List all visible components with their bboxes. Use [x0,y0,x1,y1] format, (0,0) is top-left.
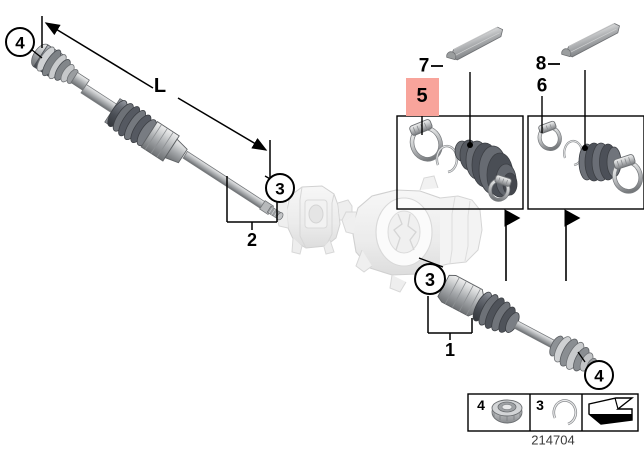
label-8: 8 [536,54,547,75]
legend-number-4: 4 [477,397,485,413]
bracket-label-2: 2 [247,230,257,250]
label-5: 5 [416,85,427,107]
label-6: 6 [537,76,548,97]
collar-nut-icon [491,399,523,424]
front-drive-shaft-left [31,43,284,221]
bracket-label-1: 1 [445,340,455,360]
legend: 4 3 214704 [467,393,639,448]
callout-4-top-left-text: 4 [15,34,25,53]
front-drive-shaft-right [426,274,604,374]
legend-part-number: 214704 [531,433,574,448]
arrow-marker-icon [588,397,635,425]
leader-lines [31,16,588,363]
circlip-icon [552,399,578,426]
clamp-strap-7 [446,26,504,61]
callout-3-lower-text: 3 [425,270,435,290]
callout-circle-3-upper: 3 [265,173,295,203]
left-detail-box [396,115,524,210]
callout-4-lower-right-text: 4 [594,367,604,386]
callout-3-upper-text: 3 [275,180,284,199]
left-box-contents [409,119,518,202]
callout-circle-4-lower-right: 4 [584,360,614,390]
right-detail-box [527,115,644,210]
right-box-contents [537,120,643,194]
callout-circle-4-top-left: 4 [5,27,35,57]
clamp-strap-8 [561,23,620,58]
front-differential-ghost [341,175,483,293]
label-5-highlight [406,78,439,116]
dimension-label-L: L [154,75,166,97]
callout-circle-3-lower: 3 [414,263,446,295]
legend-number-3: 3 [536,397,544,413]
label-7: 7 [419,56,430,77]
